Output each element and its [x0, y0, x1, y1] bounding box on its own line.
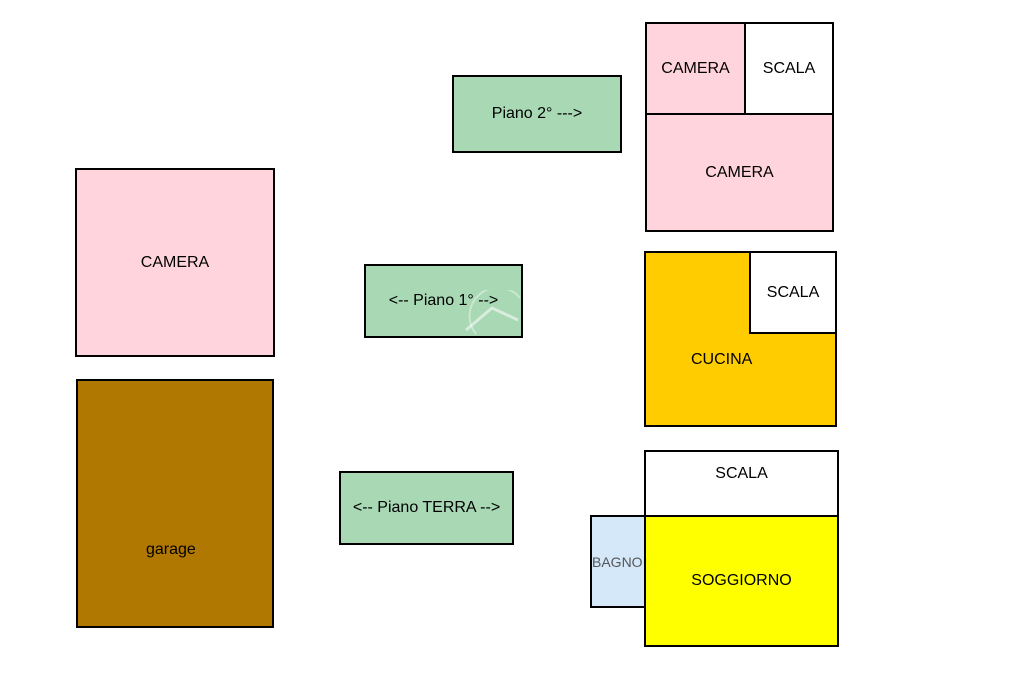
room-camera-piano2-large-label: CAMERA [705, 163, 774, 181]
room-bagno-label: BAGNO [592, 553, 643, 570]
room-bagno: BAGNO [590, 515, 647, 608]
room-soggiorno-label: SOGGIORNO [691, 572, 792, 589]
room-camera-piano1-label: CAMERA [140, 253, 210, 271]
piano-2-label: Piano 2° ---> [491, 105, 583, 122]
room-scala-piano1: SCALA [749, 251, 837, 334]
room-camera-piano2-large: CAMERA [645, 113, 834, 232]
room-scala-piano2: SCALA [744, 22, 834, 115]
room-cucina-piano1-label: CUCINA [691, 351, 753, 368]
piano-terra-label: <-- Piano TERRA --> [352, 499, 501, 516]
room-scala-piano2-label: SCALA [762, 59, 816, 77]
room-garage-label: garage [146, 541, 196, 558]
piano-2-label-box: Piano 2° ---> [452, 75, 622, 153]
room-scala-piano-terra: SCALA [644, 450, 839, 518]
room-scala-piano1-label: SCALA [766, 283, 820, 301]
room-camera-piano2-small: CAMERA [645, 22, 746, 115]
room-scala-piano-terra-label: SCALA [715, 465, 768, 482]
piano-terra-label-box: <-- Piano TERRA --> [339, 471, 514, 545]
piano-1-label-box: <-- Piano 1° --> [364, 264, 523, 338]
piano-1-label: <-- Piano 1° --> [388, 292, 499, 309]
room-camera-piano1: CAMERA [75, 168, 275, 357]
room-garage: garage [76, 379, 274, 628]
room-camera-piano2-small-label: CAMERA [661, 59, 730, 77]
room-soggiorno: SOGGIORNO [644, 515, 839, 647]
